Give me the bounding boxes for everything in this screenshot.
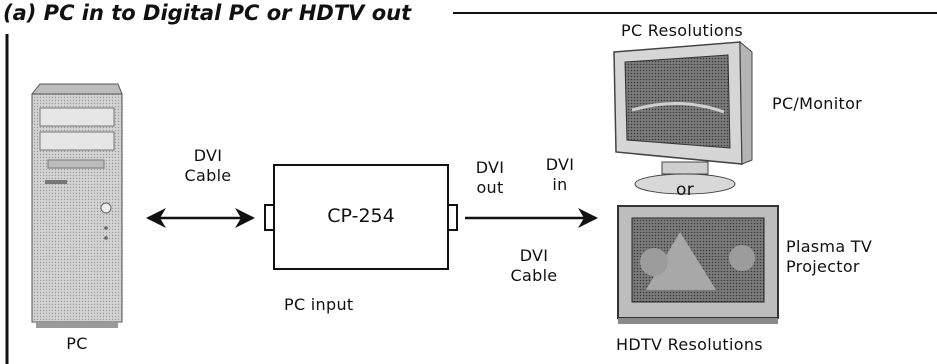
- dvi-cable-left-line2: Cable: [184, 166, 232, 185]
- diagram-title: (a) PC in to Digital PC or HDTV out: [3, 1, 412, 25]
- cp254-box: [273, 164, 449, 270]
- pc-tower-icon: [30, 83, 123, 328]
- cp254-label: CP-254: [327, 205, 395, 227]
- dvi-cable-right-line2: Cable: [510, 266, 558, 285]
- plasma-tv-line1: Plasma TV: [786, 237, 873, 256]
- hdtv-resolutions-label: HDTV Resolutions: [616, 335, 763, 354]
- cp254-output-connector: [447, 204, 458, 231]
- dvi-out-label: DVI out: [458, 158, 522, 198]
- pc-monitor-label: PC/Monitor: [772, 94, 863, 113]
- plasma-tv-line2: Projector: [786, 257, 860, 276]
- pc-label: PC: [66, 334, 88, 353]
- or-label: or: [676, 180, 694, 200]
- dvi-out-line1: DVI: [475, 158, 505, 177]
- dvi-in-line2: in: [552, 175, 568, 194]
- pc-input-label: PC input: [284, 295, 354, 314]
- dvi-cable-right-label: DVI Cable: [488, 246, 580, 286]
- dvi-in-label: DVI in: [532, 155, 588, 195]
- dvi-cable-left-label: DVI Cable: [158, 146, 258, 186]
- cp254-input-connector: [264, 204, 275, 231]
- dvi-cable-right-line1: DVI: [519, 246, 549, 265]
- dvi-cable-left-line1: DVI: [193, 146, 223, 165]
- dvi-in-line1: DVI: [545, 155, 575, 174]
- pc-resolutions-label: PC Resolutions: [621, 21, 744, 40]
- plasma-tv-label: Plasma TV Projector: [786, 237, 872, 277]
- plasma-tv-icon: [617, 205, 779, 324]
- pc-monitor-icon: [613, 40, 753, 195]
- dvi-out-line2: out: [476, 178, 504, 197]
